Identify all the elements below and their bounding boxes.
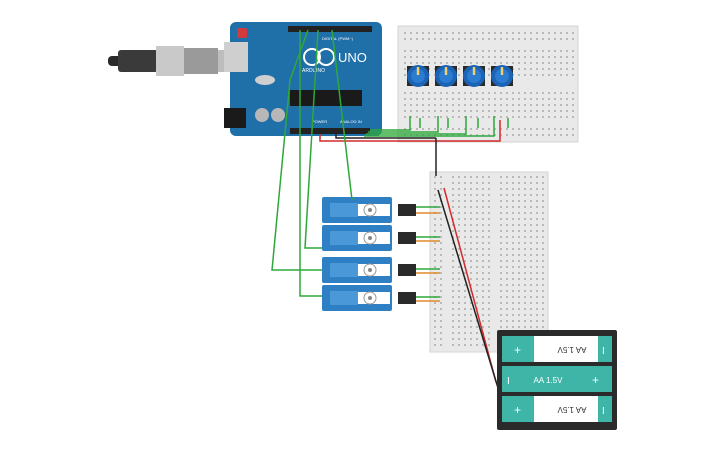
battery-minus-label: I — [602, 406, 605, 417]
servo-group — [322, 197, 416, 311]
wires — [271, 29, 509, 389]
servo-motor — [322, 257, 416, 283]
power-pins-label: POWER — [312, 119, 327, 124]
servo-motor — [322, 197, 416, 223]
servo-motor — [322, 285, 416, 311]
board-brand: UNO — [338, 50, 367, 65]
potentiometer — [407, 65, 429, 87]
power-jack — [224, 108, 246, 128]
battery-cell: I + AA 1.5V — [502, 366, 612, 392]
microcontroller-chip — [290, 90, 362, 106]
analog-pins-label: ANALOG IN — [340, 119, 362, 124]
arduino-logo-icon — [303, 48, 321, 66]
battery-plus-label: + — [514, 343, 521, 357]
potentiometer — [435, 65, 457, 87]
battery-minus-label: I — [507, 376, 510, 387]
battery-cell: + I AA 1.5V — [502, 336, 612, 362]
battery-minus-label: I — [602, 346, 605, 357]
battery-plus-label: + — [514, 403, 521, 417]
battery-cell-label: AA 1.5V — [557, 345, 587, 354]
breadboard-bottom — [429, 171, 549, 353]
digital-pins-label: DIGITAL (PWM~) — [322, 36, 354, 41]
battery-cell: + I AA 1.5V — [502, 396, 612, 422]
battery-cell-label: AA 1.5V — [534, 376, 564, 385]
battery-plus-label: + — [592, 373, 599, 387]
arduino-uno-board: UNO ARDUINO DIGITAL (PWM~) POWER ANALOG … — [224, 22, 382, 136]
battery-cell-label: AA 1.5V — [557, 405, 587, 414]
breadboard-top — [397, 25, 579, 143]
battery-pack: + I AA 1.5V I + AA 1.5V + I AA 1.5V — [497, 330, 617, 430]
potentiometer — [491, 65, 513, 87]
usb-cable — [108, 46, 232, 76]
potentiometer-group — [407, 65, 513, 87]
board-logo-text: ARDUINO — [302, 68, 325, 74]
usb-port — [224, 42, 248, 72]
potentiometer — [463, 65, 485, 87]
servo-motor — [322, 225, 416, 251]
reset-button-icon — [237, 28, 247, 38]
